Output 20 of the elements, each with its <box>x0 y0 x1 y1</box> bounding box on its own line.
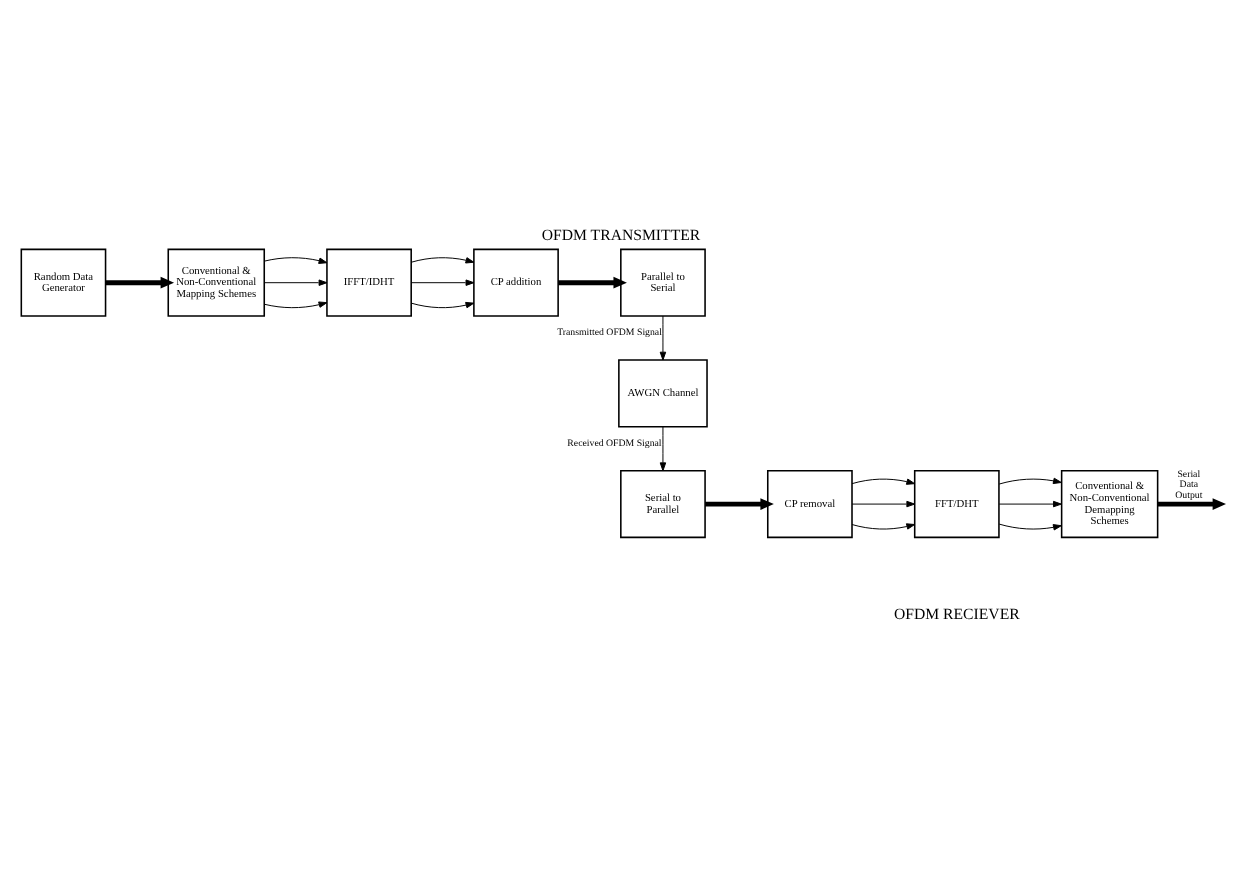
arrow <box>998 522 1062 530</box>
arrow <box>263 300 328 308</box>
arrow <box>659 425 667 471</box>
caption: OFDM RECIEVER <box>893 603 1020 622</box>
arrow <box>851 499 916 507</box>
arrow <box>263 256 328 263</box>
arrow <box>558 275 627 288</box>
diagram-title: OFDM TRANSMITTER <box>541 225 701 244</box>
arrow <box>105 275 175 288</box>
arrow <box>410 278 475 285</box>
arrow <box>263 278 328 285</box>
arrow <box>705 497 774 509</box>
arrow <box>851 477 916 484</box>
arrow <box>410 300 475 308</box>
arrow <box>1157 497 1226 509</box>
arrow <box>410 256 475 263</box>
arrow <box>659 314 667 360</box>
arrow <box>851 522 916 529</box>
arrow <box>998 476 1062 484</box>
arrow <box>998 499 1062 507</box>
